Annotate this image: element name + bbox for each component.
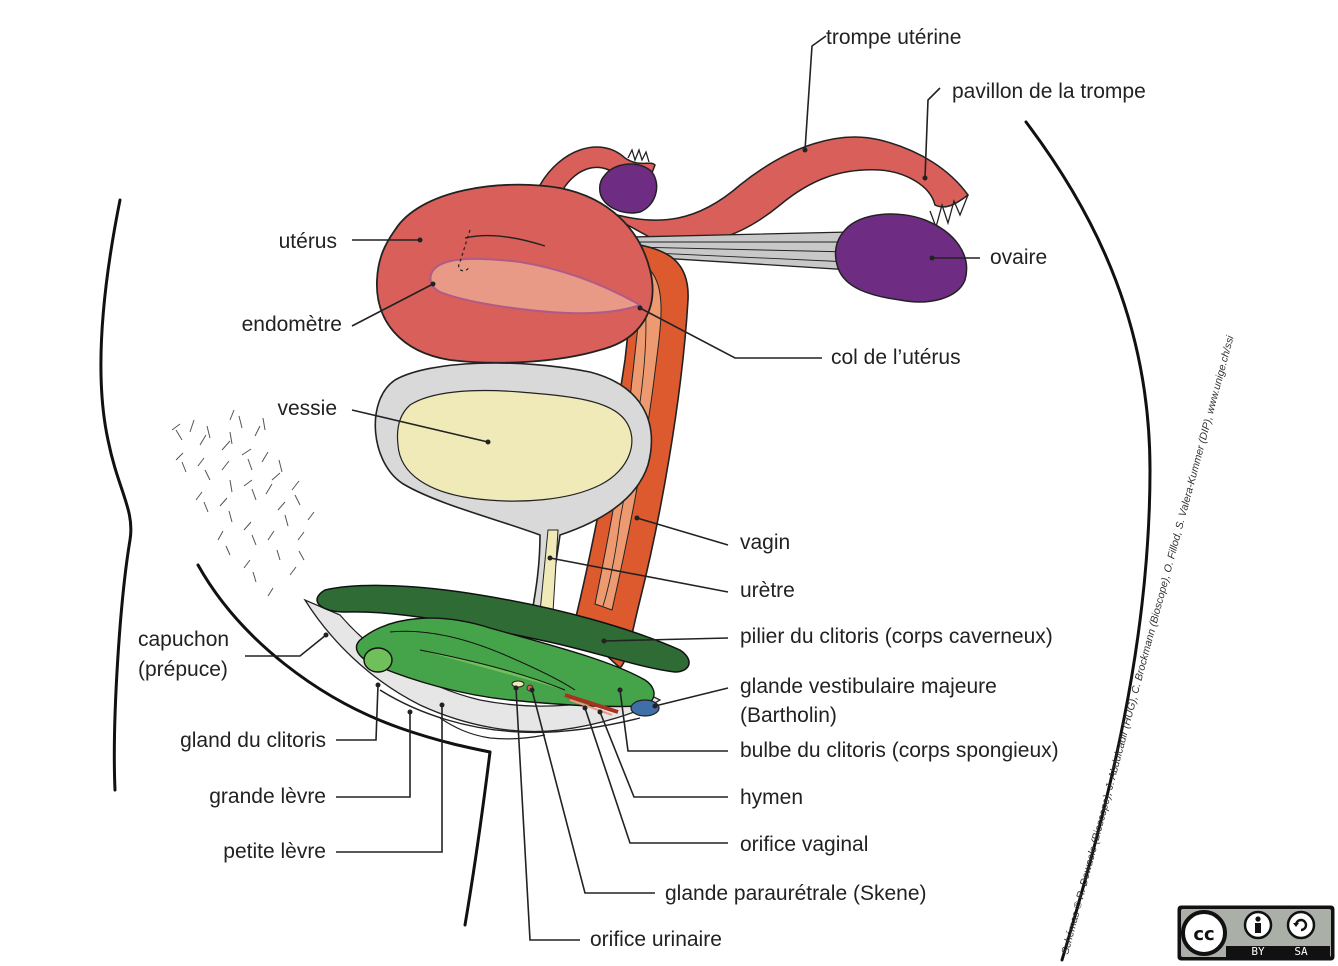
- badge-sa: SA: [1294, 945, 1308, 958]
- badge-by: BY: [1251, 945, 1265, 958]
- label-trompe-uterine: trompe utérine: [826, 26, 961, 49]
- label-capuchon: capuchon: [138, 628, 229, 651]
- label-vessie: vessie: [277, 397, 337, 420]
- label-vagin: vagin: [740, 531, 790, 554]
- vaginal-opening: [511, 680, 619, 716]
- label-bartholin: (Bartholin): [740, 704, 837, 727]
- uterus: [376, 183, 654, 364]
- label-glande-vestibulaire: glande vestibulaire majeure: [740, 675, 997, 698]
- bartholin-gland: [630, 699, 660, 717]
- body-outline: [99, 120, 1152, 962]
- label-gland-clitoris: gland du clitoris: [180, 729, 326, 752]
- cc-by-sa-badge: cc BY SA: [1177, 905, 1335, 961]
- label-orifice-vaginal: orifice vaginal: [740, 833, 868, 856]
- clitoris: [316, 584, 690, 708]
- label-bulbe-clitoris: bulbe du clitoris (corps spongieux): [740, 739, 1059, 762]
- label-ovaire: ovaire: [990, 246, 1047, 269]
- svg-text:cc: cc: [1193, 924, 1214, 945]
- label-prepuce: (prépuce): [138, 658, 228, 681]
- label-pilier-clitoris: pilier du clitoris (corps caverneux): [740, 625, 1053, 648]
- label-hymen: hymen: [740, 786, 803, 809]
- labels: trompe utérine pavillon de la trompe uté…: [138, 26, 1146, 951]
- cc-icon: [1181, 910, 1227, 956]
- ovary-left: [599, 163, 658, 214]
- bladder: [374, 362, 653, 616]
- label-col-uterus: col de l’utérus: [831, 346, 961, 369]
- label-grande-levre: grande lèvre: [209, 785, 326, 808]
- label-glande-paraurethrale: glande paraurétrale (Skene): [665, 882, 927, 905]
- label-endometre: endomètre: [242, 313, 342, 336]
- leader-lines: [245, 35, 980, 941]
- label-uretre: urètre: [740, 579, 795, 602]
- ovary-right: [834, 213, 968, 303]
- label-orifice-urinaire: orifice urinaire: [590, 928, 722, 951]
- label-uterus: utérus: [279, 230, 337, 253]
- pubic-hair: [171, 409, 315, 597]
- share-alike-icon: [1286, 910, 1316, 940]
- label-petite-levre: petite lèvre: [223, 840, 326, 863]
- label-pavillon-trompe: pavillon de la trompe: [952, 80, 1146, 103]
